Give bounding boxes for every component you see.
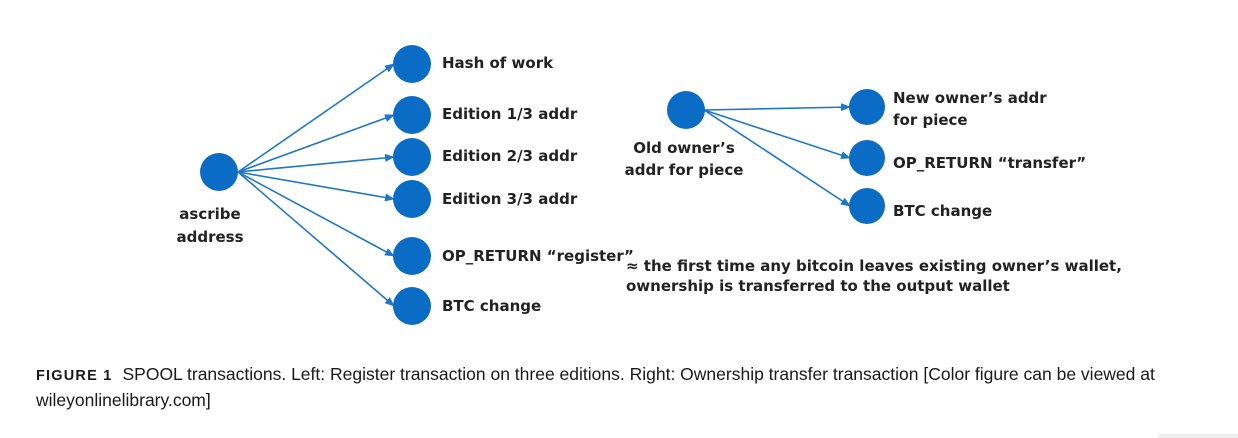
edition-3-node bbox=[393, 180, 431, 218]
edition-2-label: Edition 2/3 addr bbox=[442, 147, 578, 165]
new-owner-label-line-1: New owner’s addr bbox=[893, 89, 1047, 107]
edge-register-edition-1 bbox=[237, 114, 395, 173]
edge-register-edition-3 bbox=[237, 171, 395, 202]
edition-2-node bbox=[393, 138, 431, 176]
figure-label: FIGURE 1 bbox=[36, 368, 113, 384]
edition-1-label: Edition 1/3 addr bbox=[442, 105, 578, 123]
transfer-transaction: Old owner’s addr for piece New owner’s a… bbox=[625, 89, 1086, 224]
old-owner-label-line-1: Old owner’s bbox=[633, 139, 735, 157]
ascribe-address-label-line-2: address bbox=[176, 228, 243, 246]
page-edge-decoration bbox=[1158, 434, 1238, 438]
old-owner-label-line-2: addr for piece bbox=[625, 161, 744, 179]
ownership-note: ≈ the first time any bitcoin leaves exis… bbox=[626, 257, 1122, 295]
edge-register-btc-change bbox=[237, 171, 395, 307]
edge-register-edition-2 bbox=[237, 153, 395, 173]
figure-caption-text: SPOOL transactions. Left: Register trans… bbox=[36, 364, 1155, 410]
new-owner-label-line-2: for piece bbox=[893, 111, 968, 129]
btc-change-transfer-label: BTC change bbox=[893, 202, 992, 220]
ascribe-address-node bbox=[200, 153, 238, 191]
old-owner-node bbox=[667, 91, 705, 129]
new-owner-node bbox=[849, 89, 885, 125]
edition-1-node bbox=[393, 96, 431, 134]
note-line-2: ownership is transferred to the output w… bbox=[626, 277, 1010, 295]
hash-of-work-node bbox=[393, 45, 431, 83]
edition-3-label: Edition 3/3 addr bbox=[442, 190, 578, 208]
btc-change-transfer-node bbox=[849, 188, 885, 224]
edge-register-hash bbox=[237, 63, 395, 173]
edge-register-op-return bbox=[237, 171, 395, 257]
edge-transfer-op-return bbox=[703, 109, 851, 159]
note-line-1: ≈ the first time any bitcoin leaves exis… bbox=[626, 257, 1122, 275]
hash-of-work-label: Hash of work bbox=[442, 54, 554, 72]
op-return-transfer-label: OP_RETURN “transfer” bbox=[893, 154, 1086, 172]
edge-transfer-btc-change bbox=[703, 109, 851, 207]
op-return-register-label: OP_RETURN “register” bbox=[442, 247, 634, 265]
op-return-transfer-node bbox=[849, 140, 885, 176]
op-return-register-node bbox=[393, 237, 431, 275]
btc-change-register-label: BTC change bbox=[442, 297, 541, 315]
register-transaction: ascribe address Hash of work Edition 1/3… bbox=[176, 45, 634, 325]
ascribe-address-label-line-1: ascribe bbox=[179, 205, 240, 223]
btc-change-register-node bbox=[393, 287, 431, 325]
edge-transfer-new-owner bbox=[703, 103, 851, 112]
